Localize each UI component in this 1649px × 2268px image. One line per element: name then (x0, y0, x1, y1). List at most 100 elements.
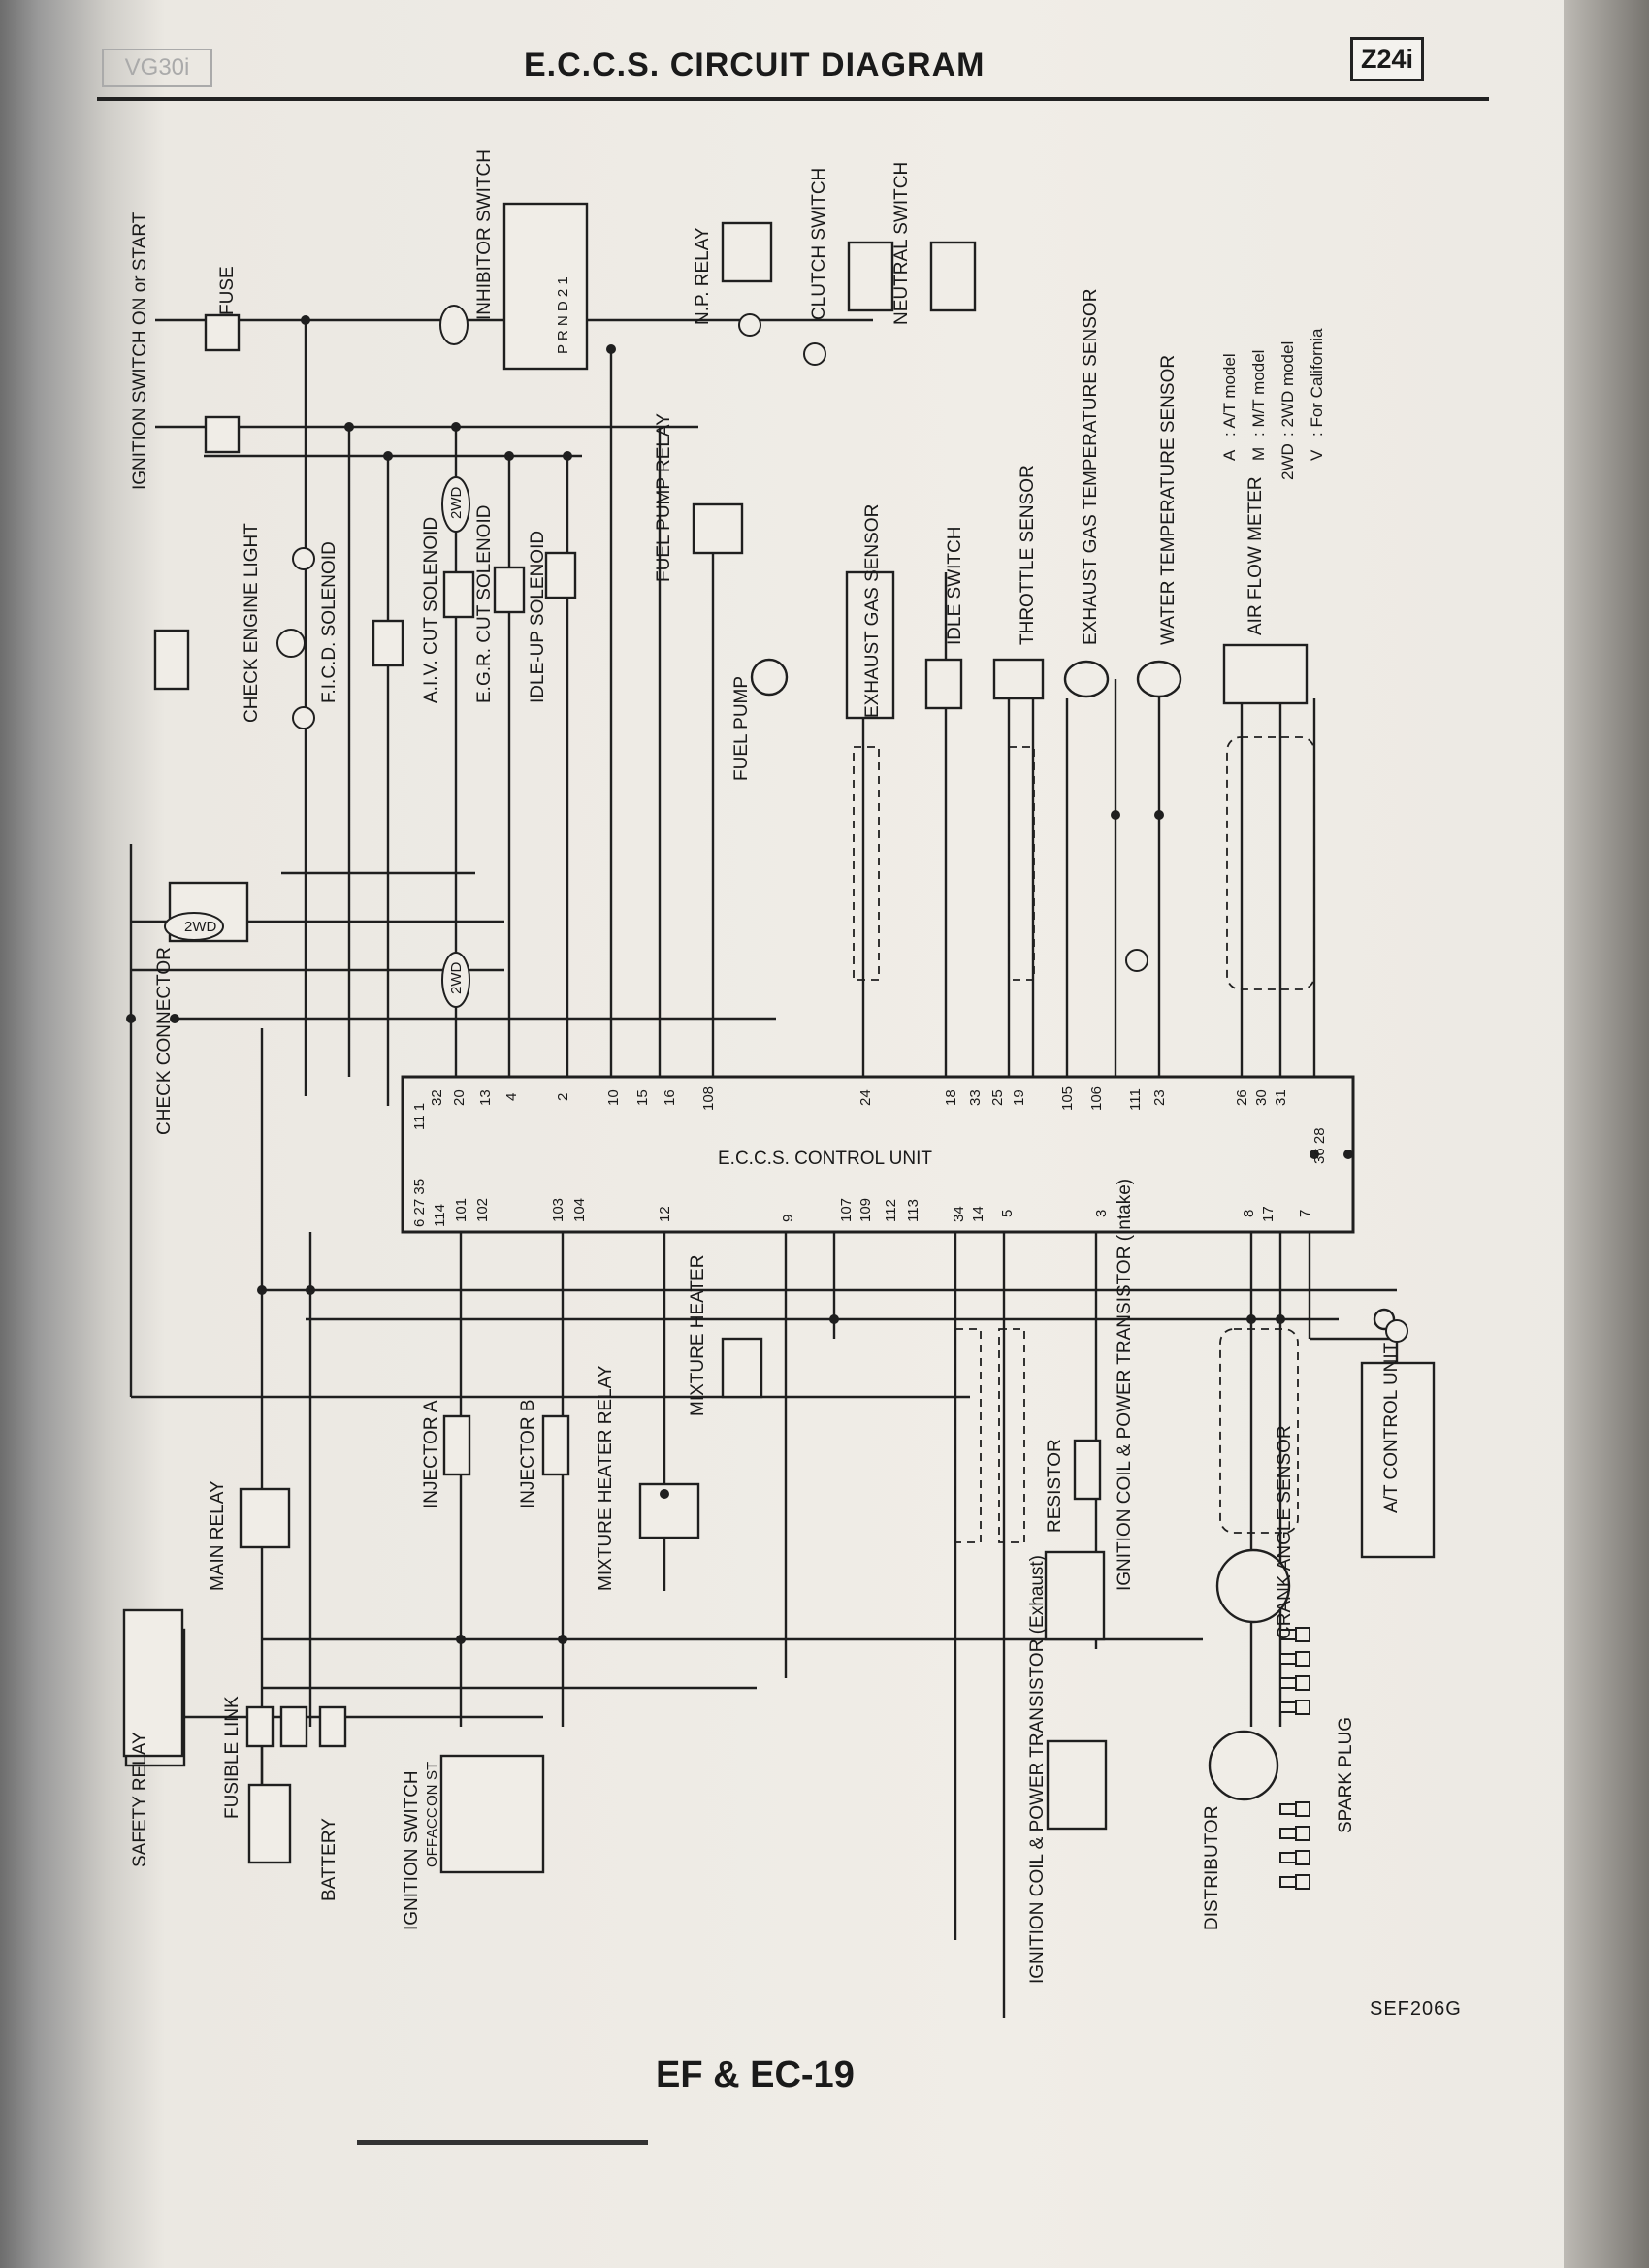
ghost-model-box: VG30i (102, 49, 212, 87)
ignition-switch-grid: OFF ACC ON ST (424, 1755, 544, 1873)
ecu-pin: 4 (503, 1093, 520, 1101)
label-np-relay: N.P. RELAY (693, 227, 713, 325)
label-fuse: FUSE (217, 266, 238, 315)
label-clutch-switch: CLUTCH SWITCH (809, 168, 829, 320)
ecu-pin: 33 (967, 1089, 984, 1106)
label-throttle-sensor: THROTTLE SENSOR (1018, 465, 1038, 645)
ecu-pin: 107 (838, 1198, 855, 1222)
ecu-pin: 114 (432, 1204, 448, 1227)
ecu-pin: 26 (1234, 1089, 1250, 1106)
label-water-temp-sensor: WATER TEMPERATURE SENSOR (1158, 355, 1179, 645)
legend-m-symbol: M (1249, 447, 1268, 461)
label-crank-angle-sensor: CRANK ANGLE SENSOR (1275, 1425, 1295, 1639)
ecu-pin: 14 (970, 1206, 986, 1222)
ecu-pin: 9 (780, 1215, 796, 1222)
label-main-relay: MAIN RELAY (208, 1480, 228, 1591)
label-fuel-pump: FUEL PUMP (731, 676, 752, 781)
ecu-pin: 11 1 (411, 1103, 428, 1130)
label-check-connector: CHECK CONNECTOR (154, 947, 175, 1135)
ecu-pin: 32 (429, 1089, 445, 1106)
ecu-pin: 103 (550, 1198, 566, 1222)
ecu-pins-bottom: 6 27 35 114 101 102 103 104 12 9 107 109… (411, 1179, 1313, 1227)
label-ignition-switch: IGNITION SWITCH (402, 1770, 422, 1930)
legend-a-text: : A/T model (1220, 353, 1239, 437)
ecu-pin: 105 (1059, 1086, 1076, 1111)
label-fusible-link: FUSIBLE LINK (222, 1696, 242, 1819)
components (122, 202, 1436, 1874)
figure-code: SEF206G (1370, 1998, 1462, 2020)
label-fuel-pump-relay: FUEL PUMP RELAY (654, 413, 674, 582)
label-injector-a: INJECTOR A (421, 1400, 441, 1508)
junction-dots (126, 315, 1353, 1644)
label-inhibitor-switch: INHIBITOR SWITCH (474, 149, 495, 320)
ecu-pin: 102 (474, 1198, 491, 1222)
ecu-pin: 113 (905, 1199, 922, 1222)
label-idle-switch: IDLE SWITCH (945, 527, 965, 645)
ecu-pin: 25 (989, 1089, 1006, 1106)
ign-pos-on: ON (424, 1785, 440, 1807)
legend-v-symbol: V (1308, 449, 1326, 461)
model-badge: Z24i (1350, 37, 1424, 81)
ecu-pin: 101 (453, 1198, 469, 1222)
ecu-pin: 112 (883, 1199, 899, 1222)
legend-a-symbol: A (1220, 449, 1239, 461)
shield-lines (853, 736, 1315, 1543)
ecu-pin: 7 (1297, 1210, 1313, 1217)
ecu-pin: 34 (951, 1206, 967, 1222)
ecu-pin: 36 28 (1311, 1127, 1328, 1164)
ecu-pin: 104 (571, 1198, 588, 1222)
label-distributor: DISTRIBUTOR (1202, 1806, 1222, 1930)
ign-pos-st: ST (424, 1762, 440, 1780)
label-2wd-a: 2WD (184, 919, 217, 935)
ecu-pin: 2 (555, 1093, 571, 1101)
ecu-pins-top: 11 1 32 20 13 4 2 10 15 16 108 24 18 33 … (411, 1086, 1328, 1164)
label-air-flow-meter: AIR FLOW METER (1245, 476, 1266, 635)
label-neutral-switch: NEUTRAL SWITCH (891, 162, 912, 325)
ecu-pin: 8 (1241, 1210, 1257, 1217)
legend-2wd-symbol: 2WD (1278, 443, 1297, 480)
label-inhibitor-positions: P R N D 2 1 (555, 276, 571, 354)
ecu-pin: 12 (657, 1206, 673, 1222)
ecu-pin: 3 (1093, 1210, 1110, 1217)
label-at-control-unit: A/T CONTROL UNIT (1381, 1342, 1402, 1513)
label-exhaust-gas-temp-sensor: EXHAUST GAS TEMPERATURE SENSOR (1081, 289, 1101, 645)
ecu-pin: 30 (1253, 1089, 1270, 1106)
ecu-pin: 31 (1273, 1089, 1289, 1106)
ecu-pin: 23 (1151, 1089, 1168, 1106)
legend-m-text: : M/T model (1249, 350, 1268, 437)
ign-pos-acc: ACC (424, 1807, 440, 1838)
label-spark-plug: SPARK PLUG (1336, 1717, 1356, 1833)
label-ignition-switch-on: IGNITION SWITCH ON or START (130, 211, 150, 490)
ecu-pin: 6 27 35 (411, 1179, 428, 1227)
label-idle-up-solenoid: IDLE-UP SOLENOID (528, 531, 548, 703)
ecu-pin: 5 (999, 1210, 1016, 1217)
ecu-pin: 13 (477, 1089, 494, 1106)
ecu-pin: 106 (1088, 1086, 1105, 1111)
binding-edge (1564, 0, 1649, 2268)
page-title: E.C.C.S. CIRCUIT DIAGRAM (524, 47, 986, 83)
ecu-pin: 10 (605, 1089, 622, 1106)
label-mixture-heater-relay: MIXTURE HEATER RELAY (596, 1365, 616, 1591)
component-labels: IGNITION SWITCH ON or START FUSE INHIBIT… (130, 149, 1402, 1984)
label-ficd-solenoid: F.I.C.D. SOLENOID (319, 541, 340, 703)
label-aiv-cut-solenoid: A.I.V. CUT SOLENOID (421, 517, 441, 703)
label-mixture-heater: MIXTURE HEATER (688, 1255, 708, 1416)
page-number: EF & EC-19 (656, 2055, 855, 2095)
header-rule (97, 97, 1489, 101)
label-egr-cut-solenoid: E.G.R. CUT SOLENOID (474, 505, 495, 703)
ecu-pin: 111 (1127, 1088, 1144, 1111)
wiring (124, 318, 1399, 2018)
ecu-pin: 20 (451, 1089, 468, 1106)
bottom-rule (357, 2140, 648, 2145)
label-ign-coil-exhaust: IGNITION COIL & POWER TRANSISTOR (Exhaus… (1027, 1555, 1048, 1984)
spark-plugs (1279, 1627, 1310, 1890)
ecu-pin: 19 (1011, 1089, 1027, 1106)
label-exhaust-gas-sensor: EXHAUST GAS SENSOR (862, 504, 883, 718)
ecu-label: E.C.C.S. CONTROL UNIT (718, 1149, 932, 1169)
ecu-pin: 109 (857, 1198, 874, 1222)
ecu-pin: 17 (1260, 1206, 1277, 1222)
legend-v-text: : For California (1308, 328, 1326, 437)
ecu-pin: 15 (634, 1089, 651, 1106)
